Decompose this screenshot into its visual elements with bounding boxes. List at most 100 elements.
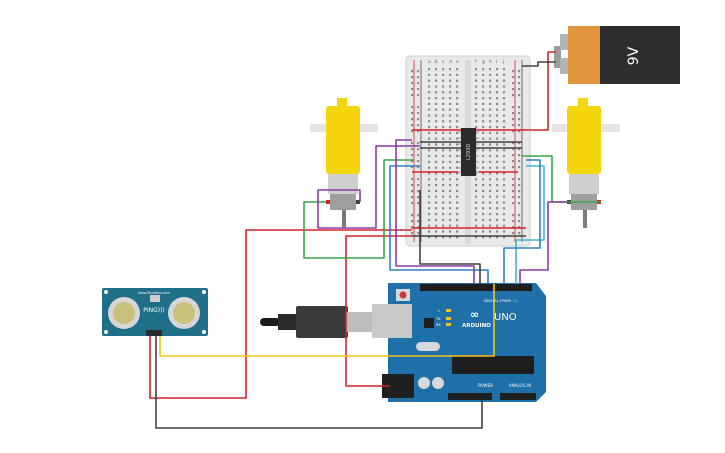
- breadboard-hole[interactable]: [456, 79, 459, 82]
- breadboard-hole[interactable]: [503, 85, 506, 88]
- rail-hole[interactable]: [512, 160, 515, 163]
- breadboard-hole[interactable]: [428, 131, 431, 134]
- rail-hole[interactable]: [417, 76, 420, 79]
- rail-hole[interactable]: [411, 76, 414, 79]
- breadboard-hole[interactable]: [475, 230, 478, 233]
- breadboard-hole[interactable]: [428, 149, 431, 152]
- rail-hole[interactable]: [411, 190, 414, 193]
- rail-hole[interactable]: [518, 70, 521, 73]
- breadboard-hole[interactable]: [489, 172, 492, 175]
- rail-hole[interactable]: [512, 232, 515, 235]
- breadboard-hole[interactable]: [475, 207, 478, 210]
- breadboard-hole[interactable]: [442, 184, 445, 187]
- breadboard-hole[interactable]: [456, 189, 459, 192]
- rail-hole[interactable]: [518, 202, 521, 205]
- breadboard-hole[interactable]: [435, 97, 438, 100]
- rail-hole[interactable]: [411, 184, 414, 187]
- breadboard-hole[interactable]: [435, 91, 438, 94]
- rail-hole[interactable]: [411, 202, 414, 205]
- breadboard-hole[interactable]: [482, 131, 485, 134]
- breadboard-hole[interactable]: [482, 85, 485, 88]
- breadboard-hole[interactable]: [503, 137, 506, 140]
- breadboard-hole[interactable]: [449, 137, 452, 140]
- breadboard-hole[interactable]: [482, 126, 485, 129]
- breadboard-hole[interactable]: [475, 184, 478, 187]
- breadboard-hole[interactable]: [442, 230, 445, 233]
- rail-hole[interactable]: [512, 142, 515, 145]
- breadboard-hole[interactable]: [475, 73, 478, 76]
- breadboard-hole[interactable]: [456, 102, 459, 105]
- breadboard-hole[interactable]: [449, 102, 452, 105]
- breadboard-hole[interactable]: [503, 230, 506, 233]
- rail-hole[interactable]: [417, 190, 420, 193]
- breadboard-hole[interactable]: [456, 137, 459, 140]
- breadboard-hole[interactable]: [442, 207, 445, 210]
- breadboard-hole[interactable]: [489, 85, 492, 88]
- breadboard-hole[interactable]: [489, 102, 492, 105]
- rail-hole[interactable]: [411, 112, 414, 115]
- breadboard-hole[interactable]: [496, 68, 499, 71]
- breadboard-hole[interactable]: [456, 230, 459, 233]
- breadboard-hole[interactable]: [475, 114, 478, 117]
- rail-hole[interactable]: [512, 184, 515, 187]
- rail-hole[interactable]: [512, 166, 515, 169]
- breadboard-hole[interactable]: [428, 73, 431, 76]
- breadboard-hole[interactable]: [503, 91, 506, 94]
- usb-cable[interactable]: [260, 306, 376, 338]
- breadboard-hole[interactable]: [449, 131, 452, 134]
- rail-hole[interactable]: [411, 130, 414, 133]
- breadboard-hole[interactable]: [449, 218, 452, 221]
- breadboard-hole[interactable]: [435, 230, 438, 233]
- breadboard-hole[interactable]: [482, 97, 485, 100]
- rail-hole[interactable]: [518, 214, 521, 217]
- rail-hole[interactable]: [518, 160, 521, 163]
- breadboard-hole[interactable]: [482, 207, 485, 210]
- rail-hole[interactable]: [512, 76, 515, 79]
- breadboard-hole[interactable]: [489, 120, 492, 123]
- breadboard-hole[interactable]: [503, 184, 506, 187]
- rail-hole[interactable]: [417, 124, 420, 127]
- breadboard-hole[interactable]: [442, 85, 445, 88]
- breadboard-hole[interactable]: [428, 213, 431, 216]
- rail-hole[interactable]: [518, 220, 521, 223]
- breadboard-hole[interactable]: [482, 68, 485, 71]
- breadboard-hole[interactable]: [435, 189, 438, 192]
- breadboard-hole[interactable]: [435, 85, 438, 88]
- breadboard-hole[interactable]: [428, 160, 431, 163]
- rail-hole[interactable]: [518, 118, 521, 121]
- breadboard-hole[interactable]: [496, 85, 499, 88]
- rail-hole[interactable]: [411, 70, 414, 73]
- breadboard-hole[interactable]: [489, 97, 492, 100]
- breadboard-hole[interactable]: [456, 178, 459, 181]
- breadboard-hole[interactable]: [442, 166, 445, 169]
- breadboard-hole[interactable]: [442, 178, 445, 181]
- breadboard-hole[interactable]: [503, 178, 506, 181]
- breadboard-hole[interactable]: [435, 73, 438, 76]
- rail-hole[interactable]: [411, 214, 414, 217]
- rail-hole[interactable]: [512, 214, 515, 217]
- breadboard-hole[interactable]: [496, 195, 499, 198]
- breadboard-hole[interactable]: [482, 184, 485, 187]
- breadboard-hole[interactable]: [489, 236, 492, 239]
- breadboard-hole[interactable]: [456, 207, 459, 210]
- breadboard-hole[interactable]: [503, 126, 506, 129]
- breadboard-hole[interactable]: [428, 178, 431, 181]
- breadboard-hole[interactable]: [428, 91, 431, 94]
- rail-hole[interactable]: [411, 82, 414, 85]
- breadboard-hole[interactable]: [428, 126, 431, 129]
- rail-hole[interactable]: [518, 106, 521, 109]
- breadboard-hole[interactable]: [435, 236, 438, 239]
- breadboard-hole[interactable]: [496, 91, 499, 94]
- wire-sensor-signal[interactable]: [159, 284, 495, 357]
- breadboard-hole[interactable]: [456, 143, 459, 146]
- breadboard-hole[interactable]: [496, 149, 499, 152]
- dc-motor-left[interactable]: [310, 98, 378, 228]
- breadboard-hole[interactable]: [449, 155, 452, 158]
- breadboard-hole[interactable]: [456, 172, 459, 175]
- breadboard-hole[interactable]: [489, 201, 492, 204]
- breadboard-hole[interactable]: [496, 236, 499, 239]
- breadboard-hole[interactable]: [442, 172, 445, 175]
- rail-hole[interactable]: [518, 232, 521, 235]
- breadboard-hole[interactable]: [442, 97, 445, 100]
- breadboard-hole[interactable]: [496, 207, 499, 210]
